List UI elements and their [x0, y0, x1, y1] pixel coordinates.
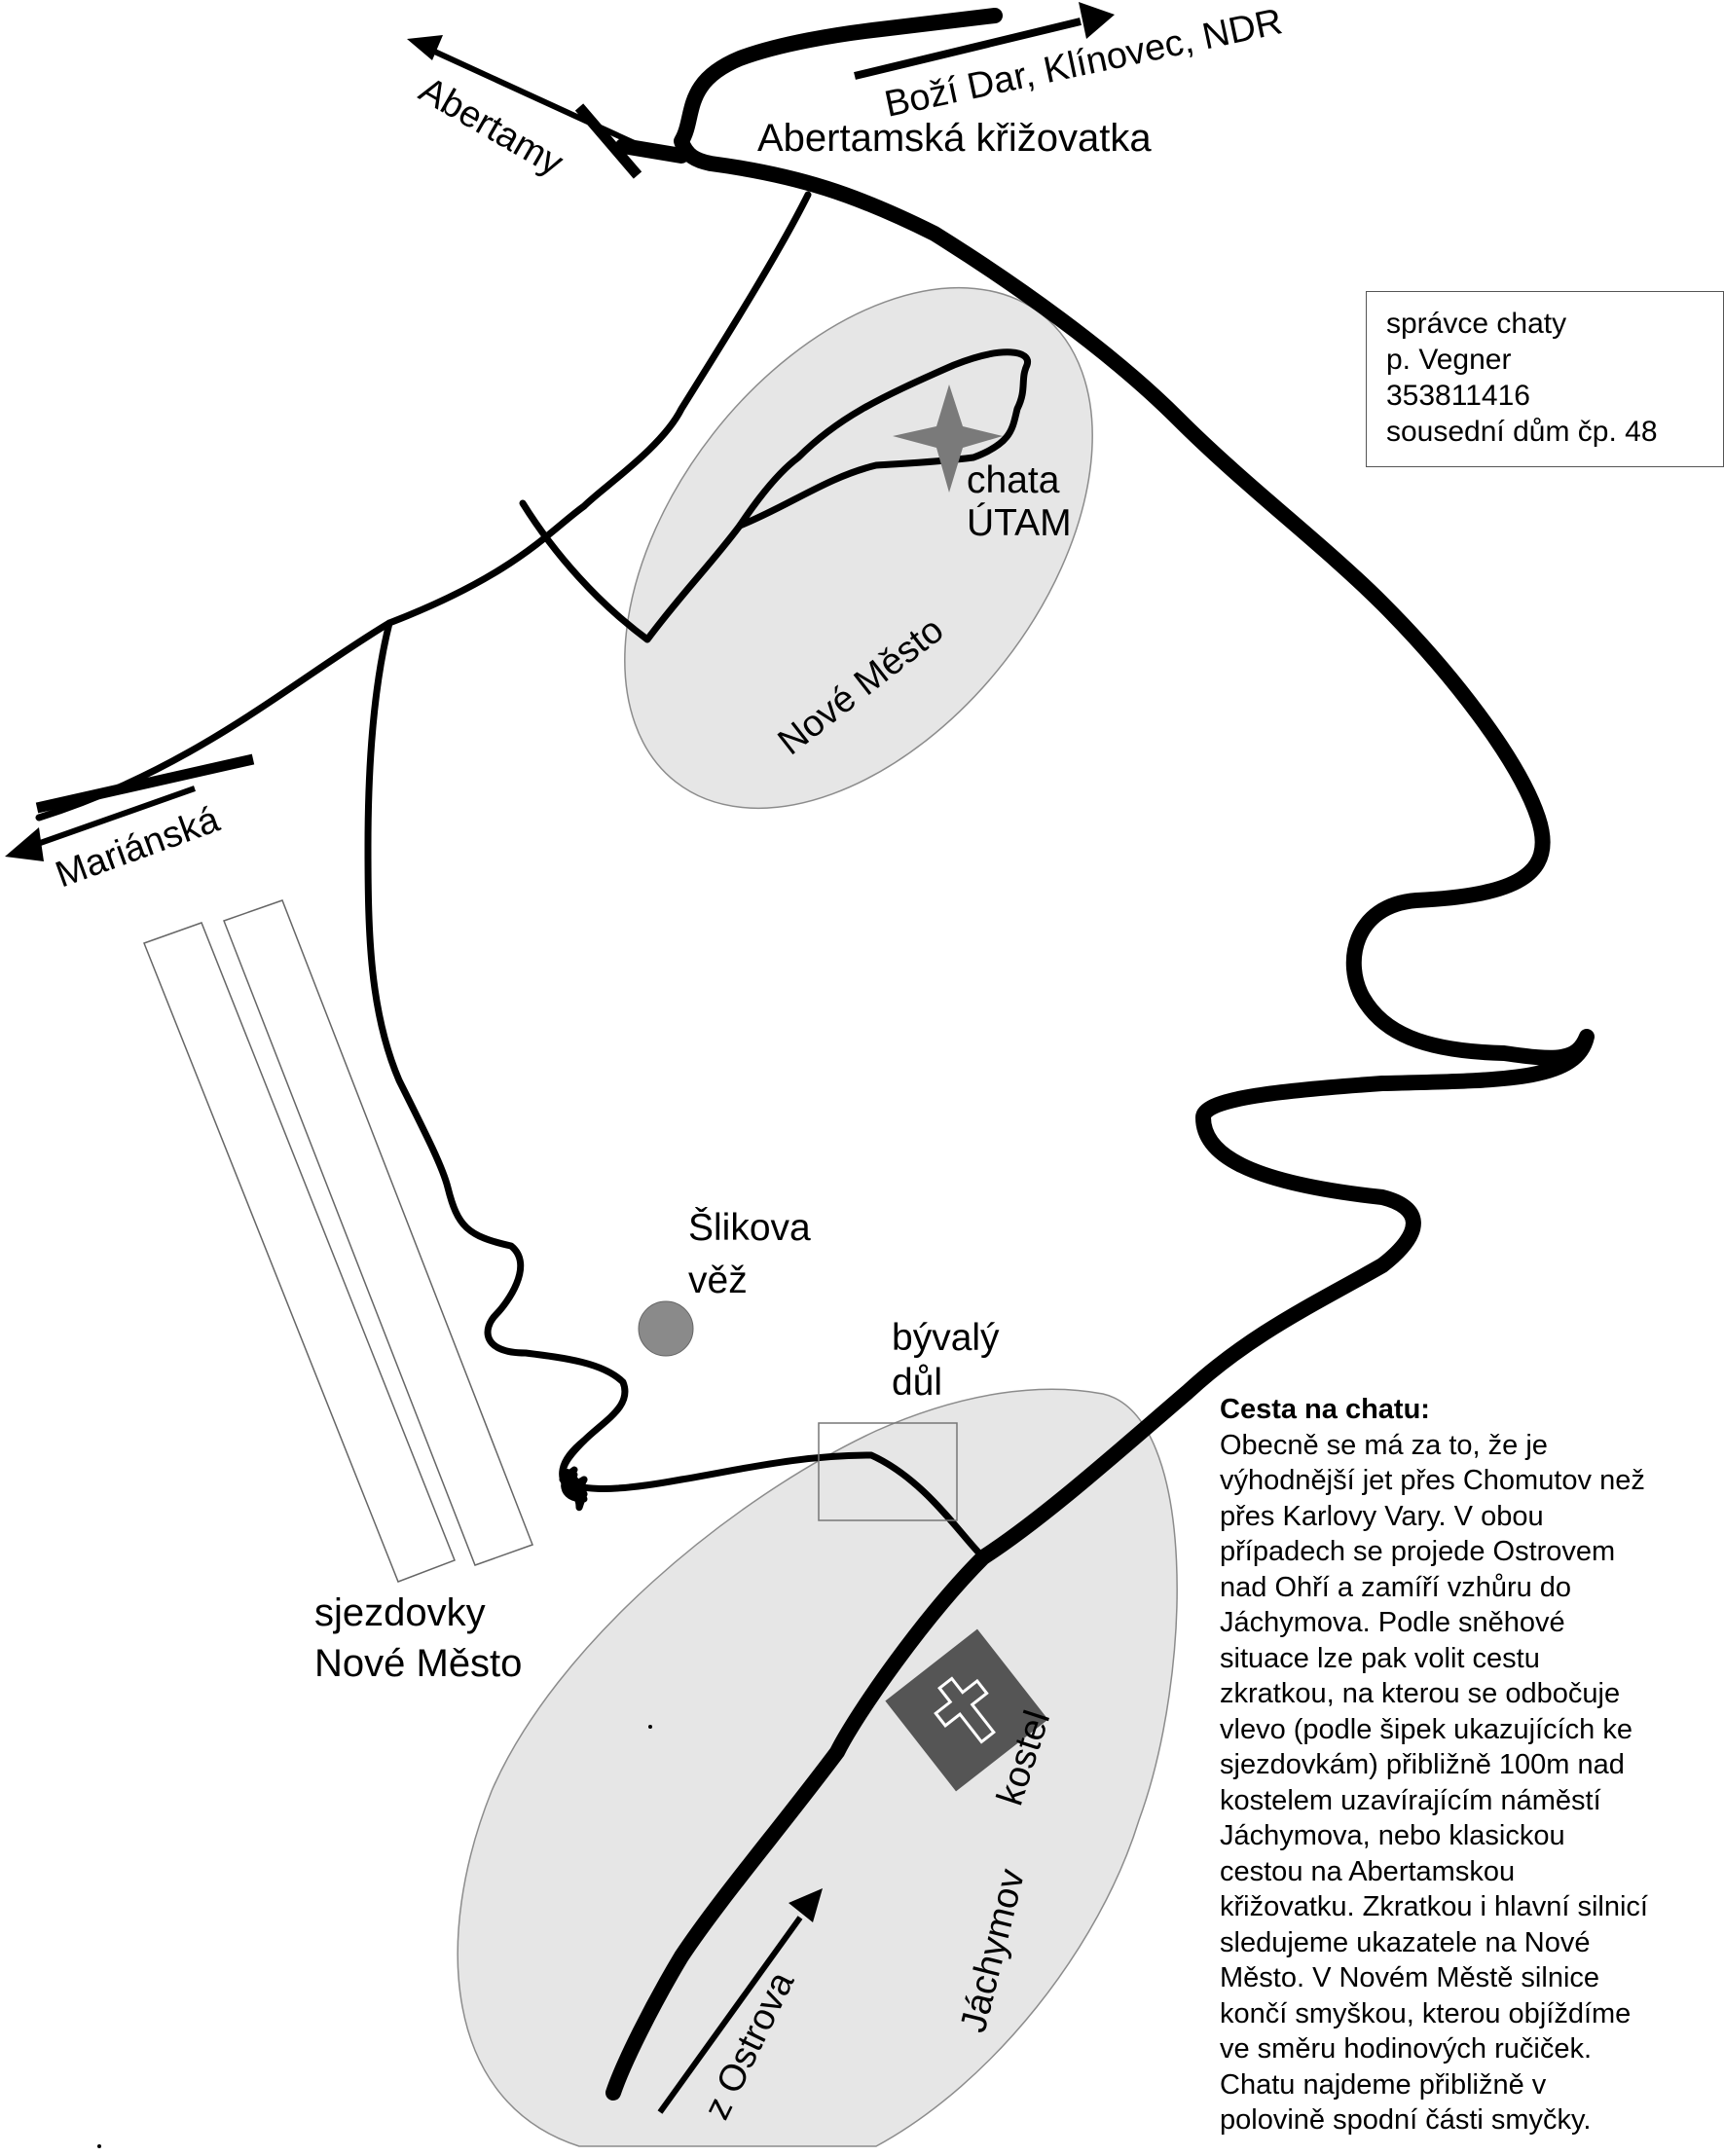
label-vez: věž — [688, 1260, 748, 1301]
route-title: Cesta na chatu: — [1220, 1394, 1430, 1425]
label-dul: důl — [892, 1362, 942, 1404]
mine-square — [818, 1422, 958, 1521]
contact-line-2: p. Vegner — [1386, 344, 1512, 376]
label-utam: ÚTAM — [967, 502, 1072, 544]
map-dot — [648, 1725, 652, 1729]
label-sjezdovky: sjezdovky — [314, 1591, 486, 1634]
contact-line-3: 353811416 — [1386, 380, 1530, 412]
cross-icon — [885, 1628, 1048, 1792]
route-body: Obecně se má za to, že je výhodnější jet… — [1220, 1429, 1648, 2137]
arrow-abertamy-bar — [574, 103, 642, 179]
circle-icon — [638, 1300, 694, 1357]
cabin-loop — [736, 348, 1031, 530]
arrow-abertamy — [407, 35, 664, 159]
map-dot — [97, 2144, 101, 2148]
contact-line-4: sousední dům čp. 48 — [1386, 416, 1658, 448]
arrow-z-ostrova — [657, 1888, 823, 2114]
label-crossroad: Abertamská křižovatka — [757, 117, 1152, 160]
route-description: Cesta na chatu: Obecně se má za to, že j… — [1220, 1392, 1716, 2138]
label-byvaly: bývalý — [892, 1317, 1000, 1359]
contact-line-1: správce chaty — [1386, 308, 1567, 340]
contact-box: správce chaty p. Vegner 353811416 soused… — [1366, 291, 1724, 467]
label-marianska: Mariánská — [51, 799, 226, 896]
label-chata: chata — [967, 459, 1060, 501]
star-icon — [893, 384, 1003, 493]
label-slikova: Šlikova — [688, 1206, 811, 1249]
arrow-bozi-dar — [854, 2, 1115, 80]
area-nove-mesto — [624, 286, 1093, 810]
arrow-marianska — [5, 753, 255, 861]
side-road-to-marianska — [35, 191, 812, 822]
label-abertamy: Abertamy — [413, 69, 570, 184]
road-to-cabin-link — [519, 499, 744, 643]
main-road — [605, 8, 1595, 2101]
ski-slope-right — [223, 899, 533, 1566]
ski-slope-left — [143, 922, 456, 1583]
shortcut-road-main — [561, 1451, 987, 1561]
label-sjezdovky-nove-mesto: Nové Město — [314, 1642, 522, 1685]
